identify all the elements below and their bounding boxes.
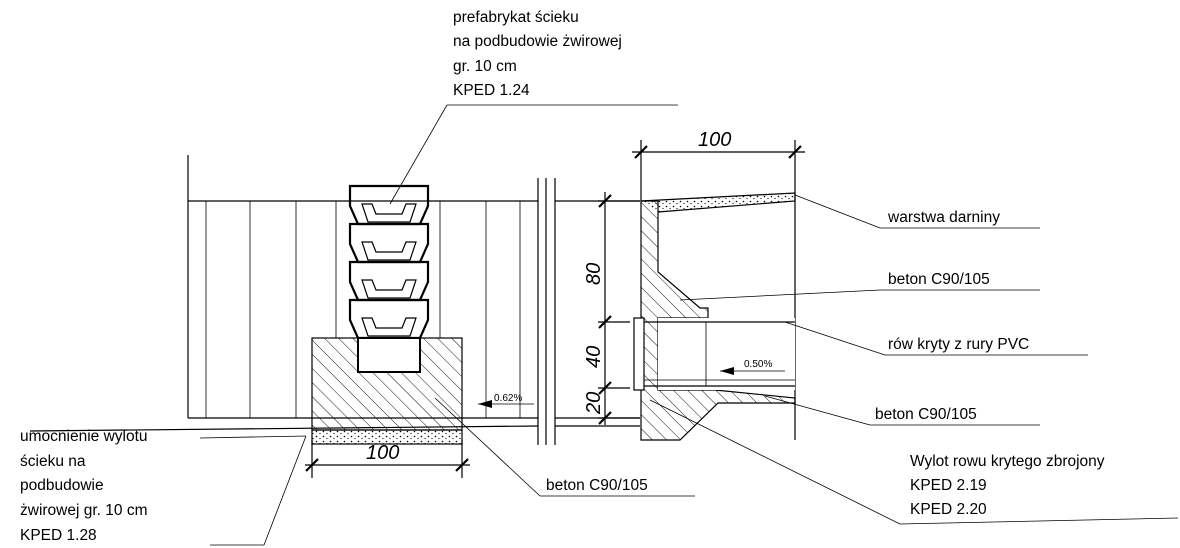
label-wylot-line2: KPED 2.19 [910, 477, 987, 494]
leader-lines [199, 104, 1179, 546]
label-darniny: warstwa darniny [887, 209, 1000, 226]
label-beton-top: beton C90/105 [888, 271, 990, 288]
arrow-left-icon [478, 400, 492, 408]
slope-label: 0.62% [494, 393, 522, 404]
label-umoc-line1: umocnienie wylotu [20, 428, 148, 445]
pvc-pipe [633, 317, 795, 391]
labels: prefabrykat ścieku na podbudowie żwirowe… [20, 9, 1105, 544]
label-umoc-line2: ścieku na [20, 453, 86, 470]
dimension-bottom-100: 100 [305, 440, 470, 478]
label-prefab-line4: KPED 1.24 [453, 82, 530, 99]
dimension-label: 20 [583, 392, 605, 415]
dimension-label: 100 [366, 442, 399, 464]
dimension-label: 40 [583, 346, 605, 368]
dimension-top-100: 100 [632, 129, 805, 159]
label-prefab-line1: prefabrykat ścieku [453, 9, 579, 26]
prefab-element [348, 298, 430, 340]
label-row-kryty: rów kryty z rury PVC [888, 336, 1029, 353]
dimension-label: 100 [698, 129, 731, 151]
prefab-element [348, 184, 430, 226]
prefab-element [348, 222, 430, 264]
label-beton-bottom: beton C90/105 [875, 406, 977, 423]
concrete-block [311, 337, 463, 445]
label-prefab-line3: gr. 10 cm [453, 58, 517, 75]
arrow-left-icon [720, 367, 734, 375]
left-section [29, 155, 547, 445]
dimension-label: 80 [583, 263, 605, 285]
prefab-element [357, 337, 421, 373]
prefab-element [348, 260, 430, 302]
label-wylot-line1: Wylot rowu krytego zbrojony [910, 453, 1105, 470]
dimension-vertical: 80 40 20 [583, 192, 640, 425]
label-prefab-line2: na podbudowie żwirowej [453, 33, 622, 50]
slope-left: 0.62% [478, 393, 534, 408]
label-beton-left: beton C90/105 [546, 477, 648, 494]
label-umoc-line5: KPED 1.28 [20, 527, 97, 544]
slope-label: 0.50% [744, 359, 772, 370]
label-umoc-line4: żwirowej gr. 10 cm [20, 502, 147, 519]
headwall [640, 192, 796, 441]
slope-right: 0.50% [720, 359, 785, 375]
label-wylot-line3: KPED 2.20 [910, 501, 987, 518]
label-umoc-line3: podbudowie [20, 477, 104, 494]
prefab-channel-stack [348, 184, 430, 373]
